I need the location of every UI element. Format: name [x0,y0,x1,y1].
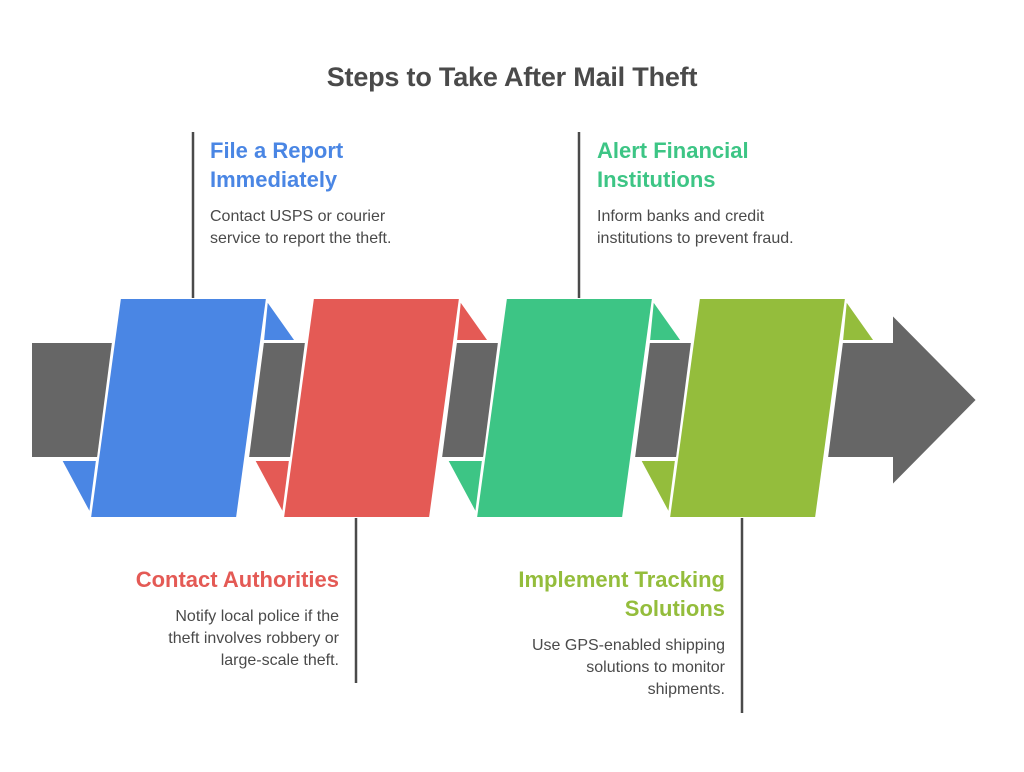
step-1-heading: File a Report Immediately [210,136,470,194]
fold-top-triangle [647,297,684,342]
step-1-description: Contact USPS or courier service to repor… [210,206,470,250]
card-parallelogram [667,297,848,519]
card-parallelogram [88,297,269,519]
step-4-desc-line: shipments. [647,681,725,698]
step-3-desc-line: institutions to prevent fraud. [597,230,794,247]
step-card-2 [252,297,491,519]
step-4-heading-line: Solutions [624,596,725,621]
step-1-text: File a Report Immediately Contact USPS o… [210,136,470,250]
step-4-description: Use GPS-enabled shipping solutions to mo… [465,635,725,701]
step-3-heading: Alert Financial Institutions [597,136,857,194]
step-4-heading: Implement Tracking Solutions [465,565,725,623]
step-2-text: Contact Authorities Notify local police … [79,565,339,672]
step-2-desc-line: theft involves robbery or [168,630,339,647]
step-2-desc-line: large-scale theft. [220,652,339,669]
step-4-desc-line: Use GPS-enabled shipping [531,637,725,654]
card-parallelogram [474,297,655,519]
step-4-heading-line: Implement Tracking [518,567,725,592]
step-1-heading-line: File a Report [210,138,344,163]
card-parallelogram [281,297,462,519]
step-1-heading-line: Immediately [210,167,338,192]
step-4-text: Implement Tracking Solutions Use GPS-ena… [465,565,725,701]
step-3-desc-line: Inform banks and credit [597,208,765,225]
arrow-head-icon [825,311,979,489]
arrow-band [30,311,979,489]
step-3-text: Alert Financial Institutions Inform bank… [597,136,857,250]
step-1-desc-line: service to report the theft. [210,230,392,247]
step-3-heading-line: Alert Financial [597,138,749,163]
fold-top-triangle [840,297,877,342]
fold-top-triangle [454,297,491,342]
step-card-3 [445,297,684,519]
step-card-1 [59,297,298,519]
step-4-desc-line: solutions to monitor [586,659,725,676]
step-2-heading-line: Contact Authorities [135,567,339,592]
step-1-desc-line: Contact USPS or courier [210,208,386,225]
step-3-heading-line: Institutions [597,167,716,192]
connector-lines [191,132,744,713]
fold-top-triangle [261,297,298,342]
step-3-description: Inform banks and credit institutions to … [597,206,857,250]
step-2-desc-line: Notify local police if the [175,608,339,625]
step-cards [59,297,877,519]
diagram-title: Steps to Take After Mail Theft [326,62,698,92]
step-2-heading: Contact Authorities [79,565,339,594]
step-2-description: Notify local police if the theft involve… [79,606,339,672]
step-card-4 [638,297,877,519]
